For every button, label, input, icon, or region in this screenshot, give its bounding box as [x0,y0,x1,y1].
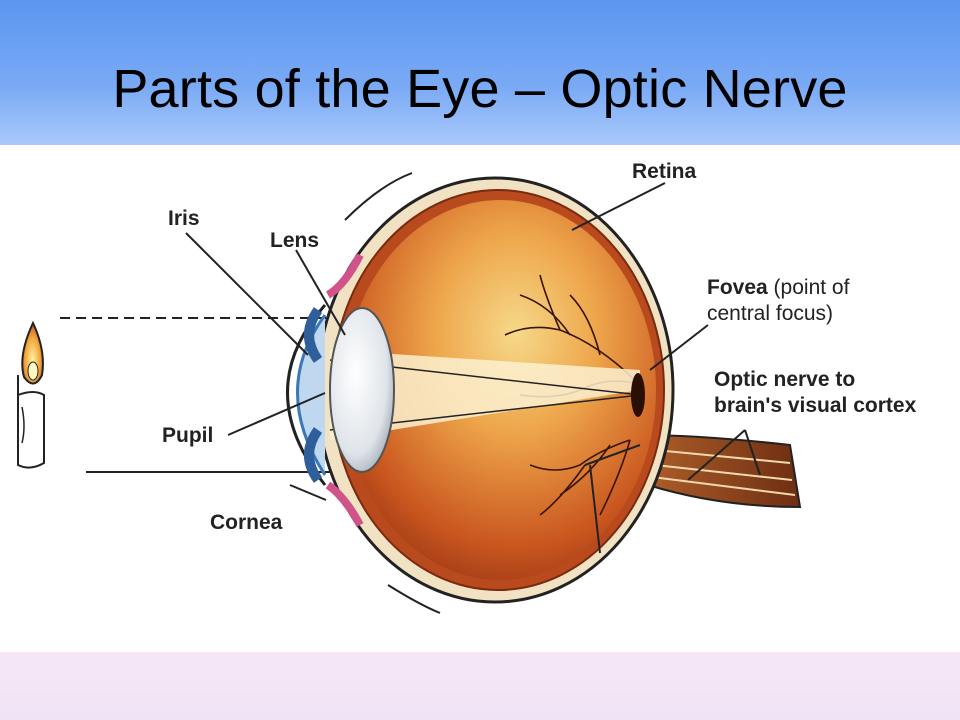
lower-tissue [387,584,441,614]
eye-diagram: Iris Lens Retina Fovea (point of central… [0,145,960,652]
leader-lines [185,182,761,554]
slide-title: Parts of the Eye – Optic Nerve [112,59,848,119]
light-rays [60,317,330,473]
eye-illustration [17,172,802,614]
label-fovea: Fovea (point of central focus) [707,276,850,325]
candle-icon [17,320,45,469]
label-retina: Retina [632,160,697,183]
light-cone [330,350,640,440]
label-iris: Iris [168,207,200,230]
fovea-spot [631,373,645,417]
footer-band [0,652,960,720]
retina-vessels [504,274,641,516]
label-lens: Lens [270,229,320,252]
iris [304,253,364,527]
title-bar: Parts of the Eye – Optic Nerve [0,0,960,145]
label-optic-nerve: Optic nerve to brain's visual cortex [714,368,917,417]
lens [329,307,395,473]
optic-nerve [638,433,802,509]
upper-tissue [344,172,413,221]
label-cornea: Cornea [210,511,283,534]
label-pupil: Pupil [162,424,214,447]
